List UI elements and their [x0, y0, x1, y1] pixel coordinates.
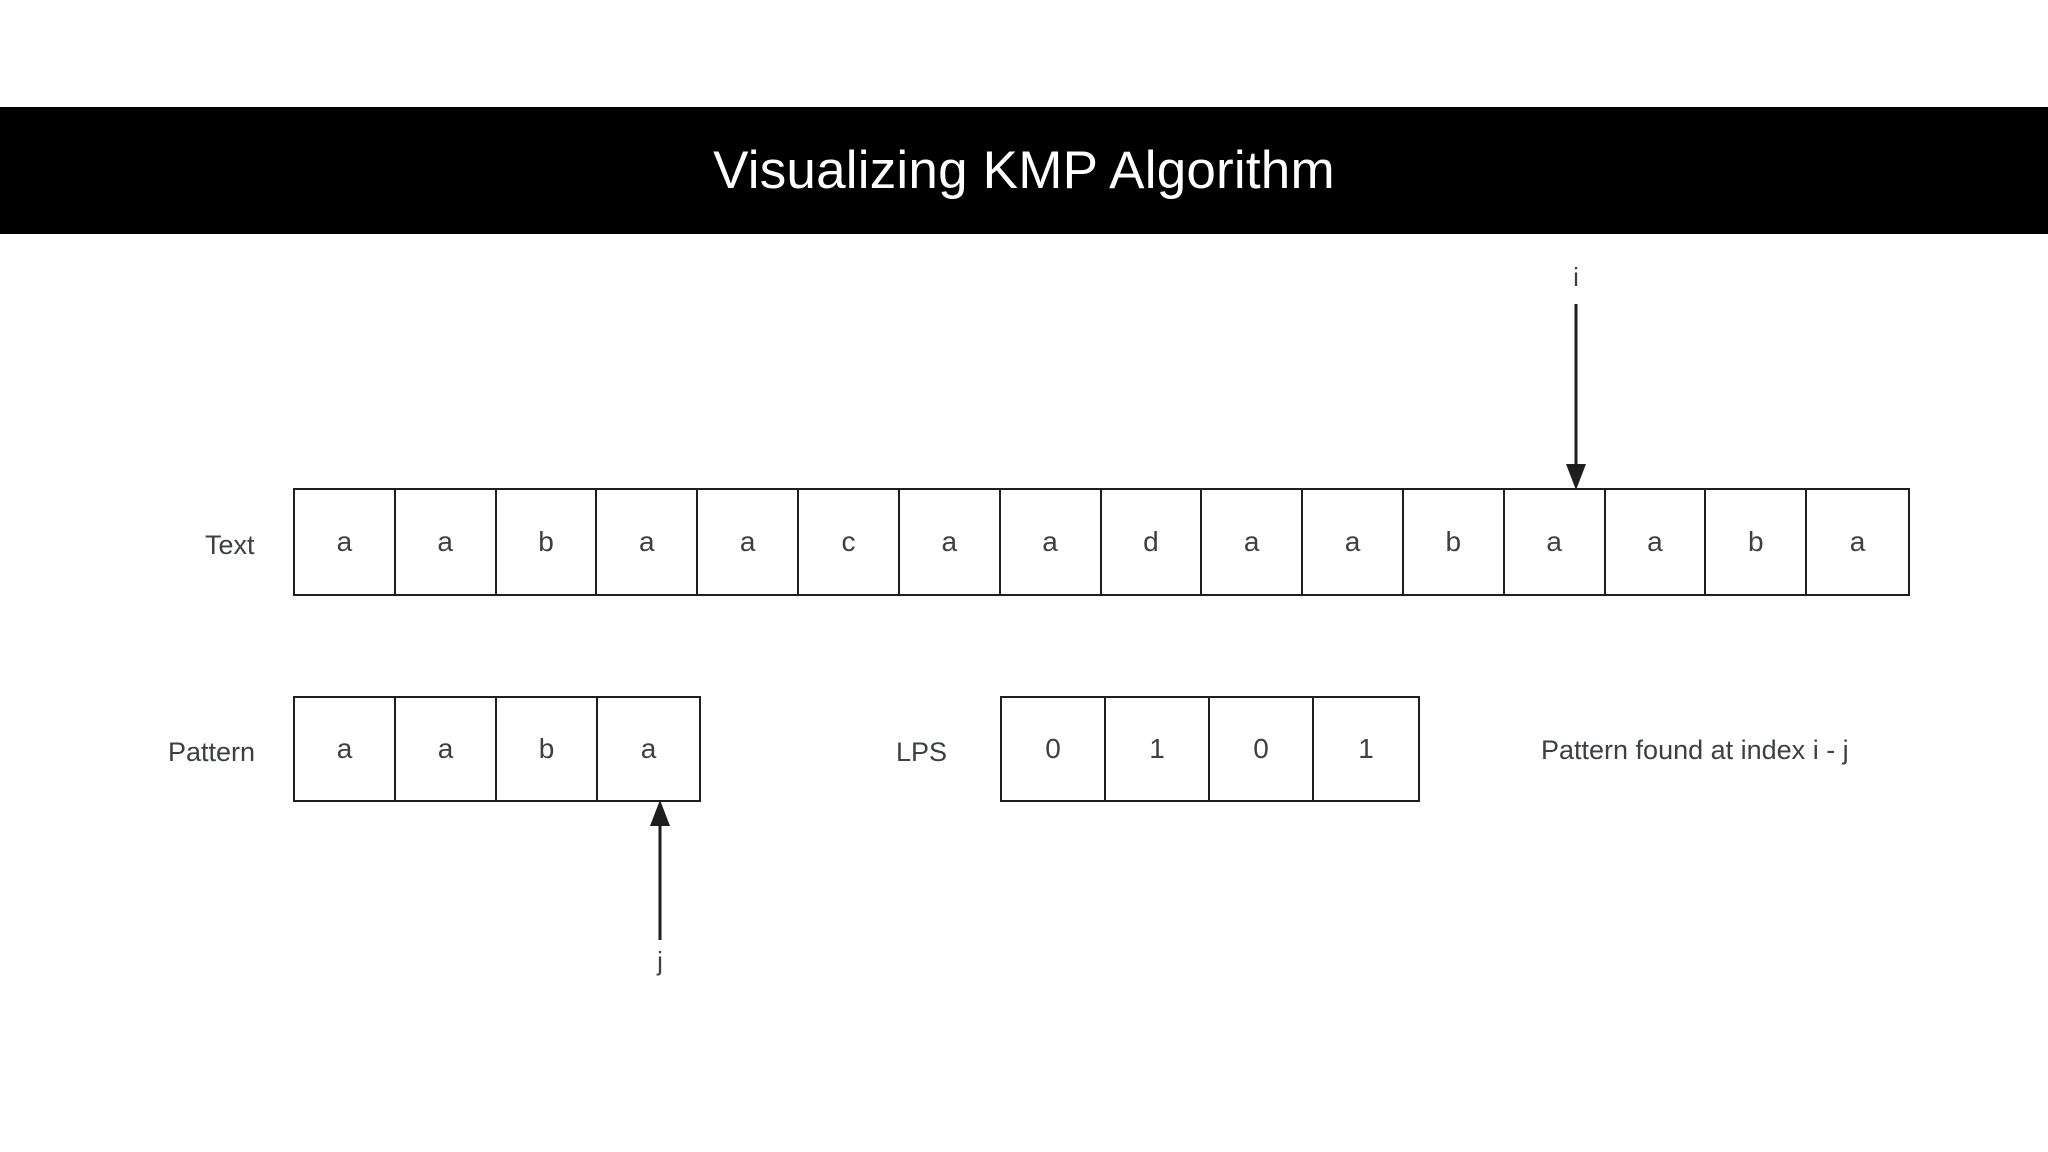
text-cell: b — [1706, 490, 1808, 594]
text-cell: a — [1202, 490, 1304, 594]
pattern-cell: b — [497, 698, 598, 800]
pattern-cell: a — [295, 698, 396, 800]
text-cell: a — [295, 490, 396, 594]
page-title: Visualizing KMP Algorithm — [713, 141, 1335, 200]
text-cell: a — [1504, 490, 1606, 594]
pointer-j: j — [640, 800, 680, 995]
pointer-i: i — [1556, 264, 1596, 492]
text-cell: c — [799, 490, 900, 594]
text-cell: b — [496, 490, 598, 594]
pattern-found-message: Pattern found at index i - j — [1541, 735, 1849, 765]
text-cell: a — [597, 490, 699, 594]
pointer-j-label: j — [657, 946, 663, 976]
lps-cells-strip: 0 1 0 1 — [1000, 696, 1420, 802]
text-cell: b — [1403, 490, 1505, 594]
pattern-cell: a — [396, 698, 497, 800]
text-cell: a — [698, 490, 800, 594]
text-row-label: Text — [205, 530, 255, 560]
lps-cell: 0 — [1002, 698, 1106, 800]
pattern-cell: a — [598, 698, 699, 800]
text-cell: a — [1303, 490, 1404, 594]
title-banner: Visualizing KMP Algorithm — [0, 107, 2048, 234]
text-cell: a — [1807, 490, 1908, 594]
text-cell: d — [1101, 490, 1203, 594]
text-cell: a — [1000, 490, 1102, 594]
text-cell: a — [395, 490, 497, 594]
top-margin-area — [0, 0, 2048, 107]
lps-cell: 0 — [1210, 698, 1314, 800]
pointer-i-label: i — [1573, 262, 1579, 292]
text-cell: a — [899, 490, 1001, 594]
arrow-down-icon — [1566, 304, 1586, 490]
kmp-visualization-canvas: Text a a b a a c a a d a a b a a b a i P… — [0, 234, 2048, 1152]
text-cells-strip: a a b a a c a a d a a b a a b a — [293, 488, 1910, 596]
pattern-row-label: Pattern — [168, 737, 256, 767]
lps-row-label: LPS — [896, 737, 948, 767]
arrow-up-icon — [650, 800, 670, 940]
lps-cell: 1 — [1314, 698, 1418, 800]
lps-cell: 1 — [1106, 698, 1210, 800]
text-cell: a — [1605, 490, 1707, 594]
pattern-cells-strip: a a b a — [293, 696, 701, 802]
